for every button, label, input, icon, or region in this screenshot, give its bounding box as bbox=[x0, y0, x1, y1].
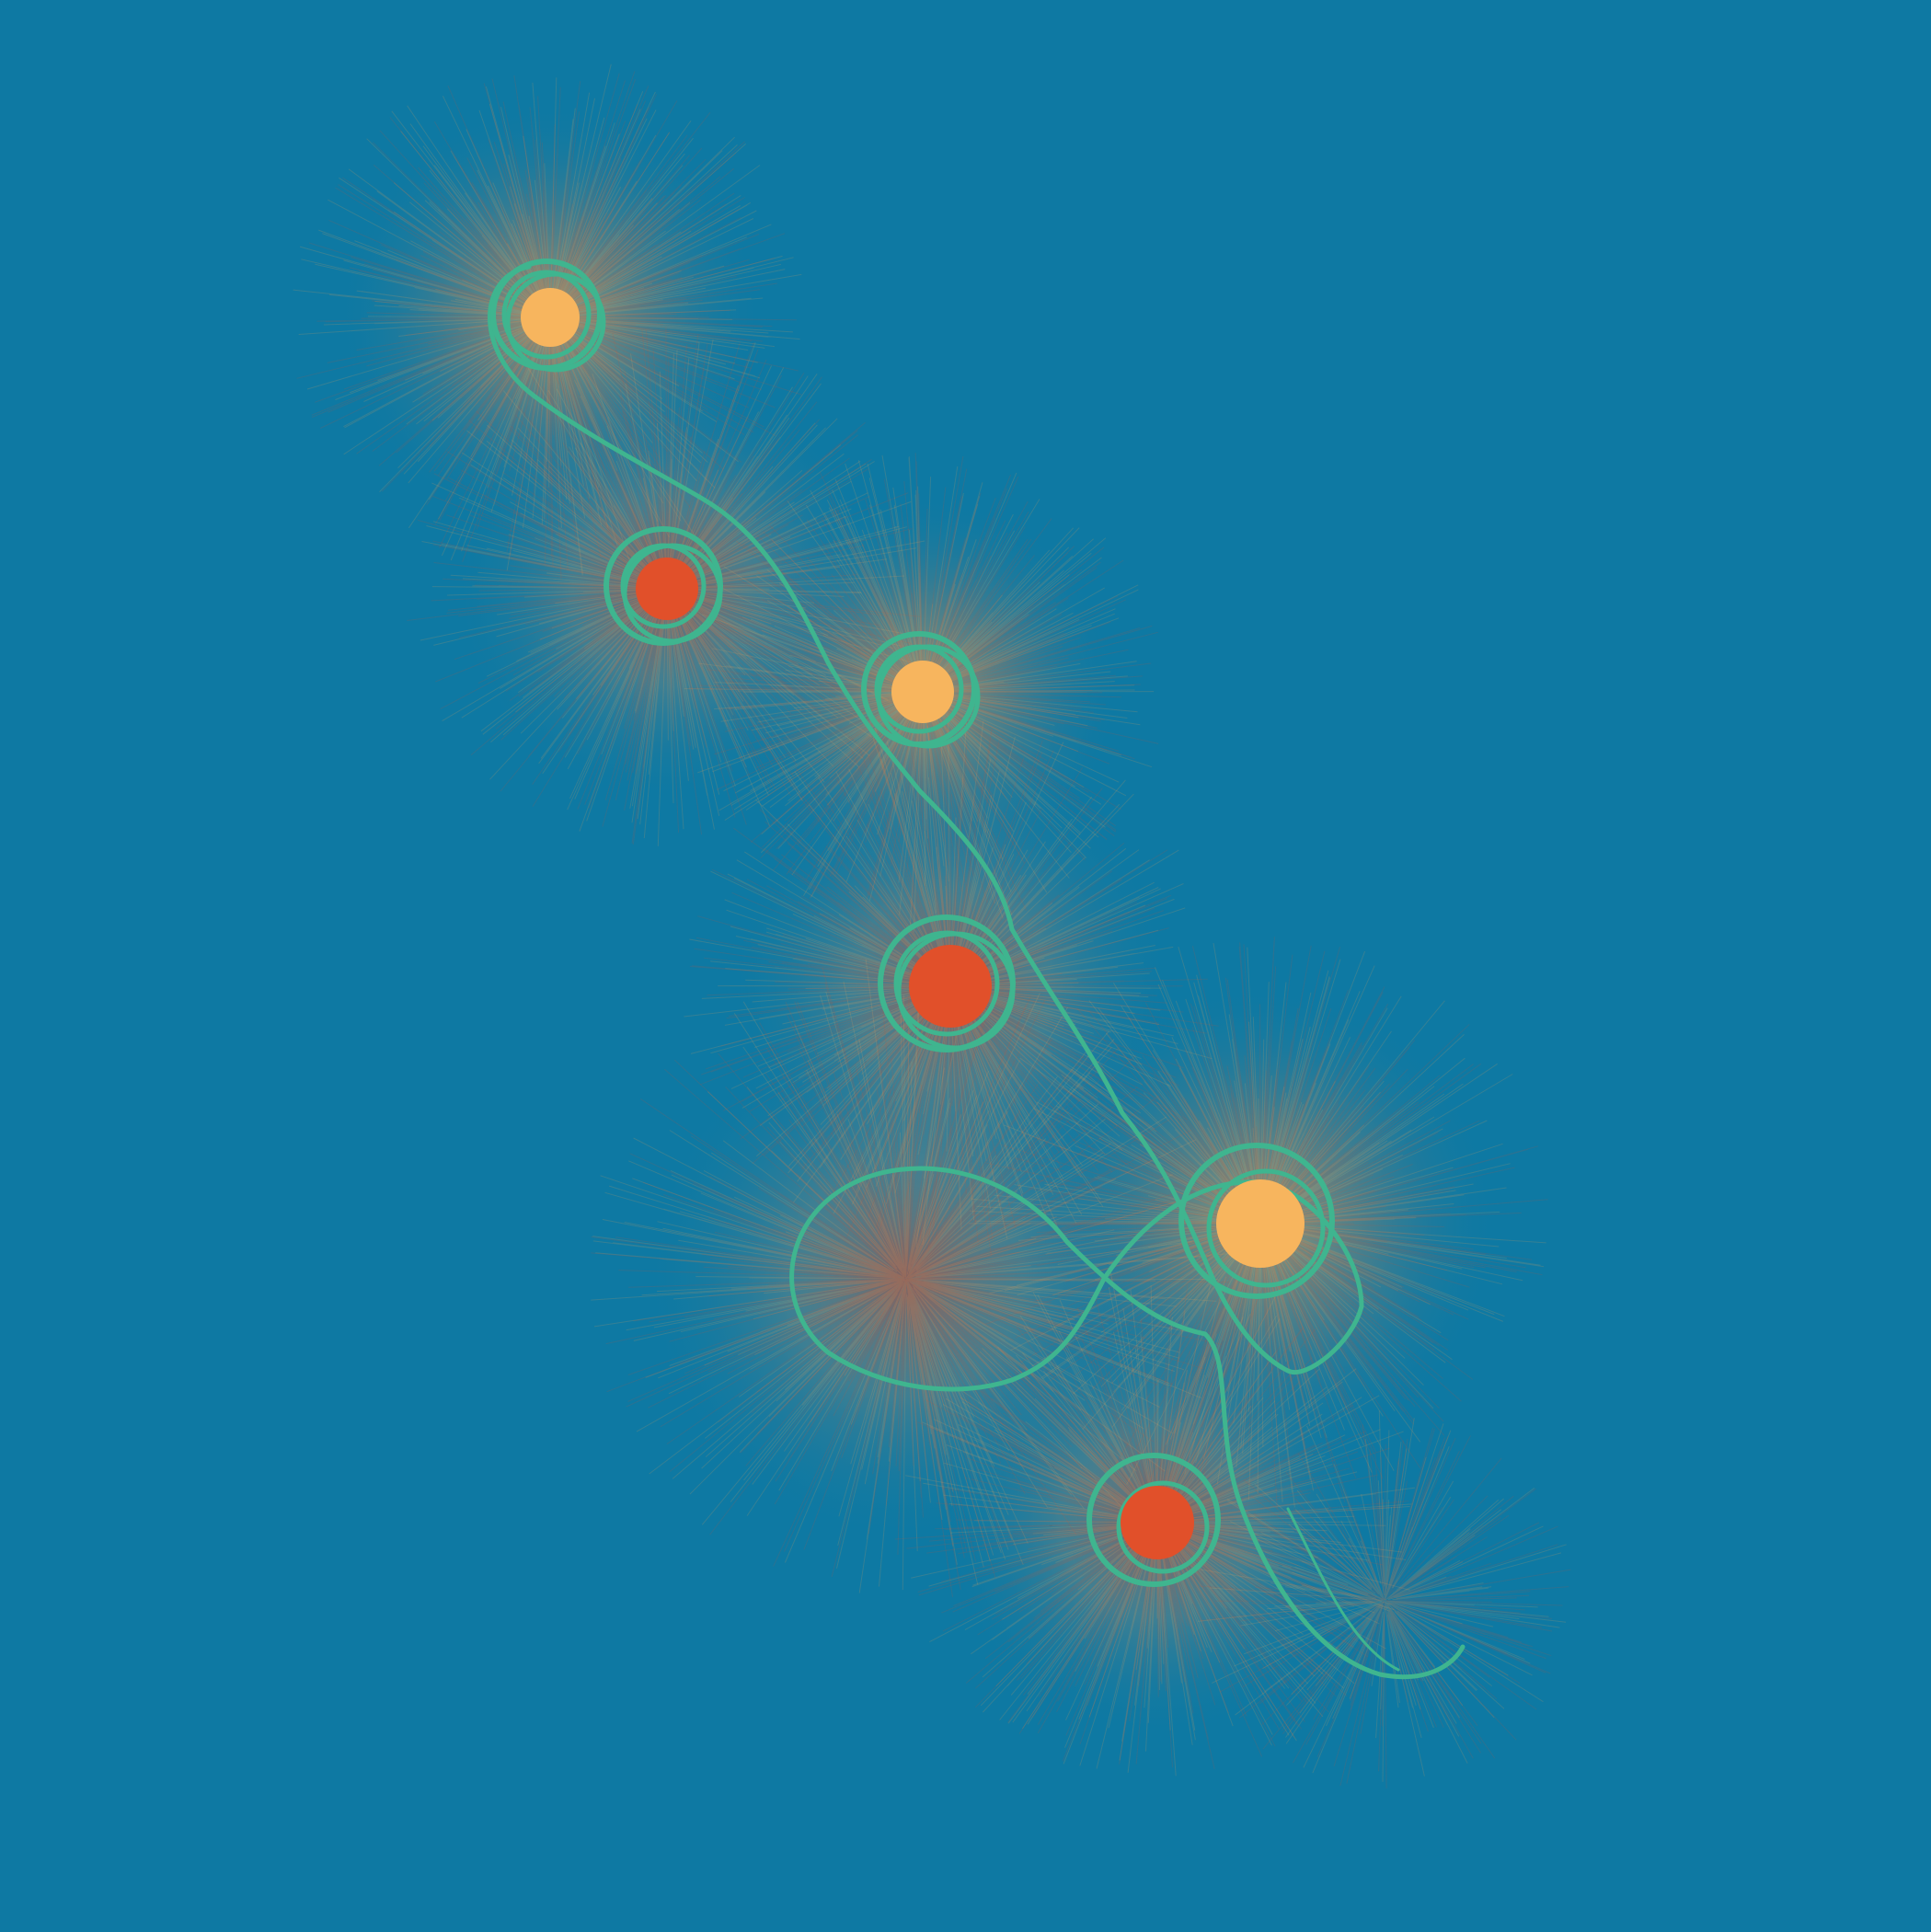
amber-rays bbox=[684, 454, 1155, 933]
ray-cluster bbox=[293, 63, 802, 580]
amber-rays bbox=[968, 943, 1546, 1508]
amber-rays bbox=[1196, 1410, 1567, 1782]
node-4-core bbox=[909, 945, 992, 1028]
ring-layer bbox=[490, 259, 1335, 1587]
node-3-core bbox=[891, 661, 954, 723]
red-rays bbox=[296, 71, 802, 580]
node-5-ring bbox=[1206, 1168, 1326, 1288]
teal-path bbox=[488, 264, 1465, 1680]
glow-layer bbox=[335, 102, 1500, 1738]
ray-cluster bbox=[684, 718, 1219, 1256]
node-5-core bbox=[1216, 1179, 1305, 1268]
red-rays bbox=[971, 937, 1548, 1510]
amber-rays bbox=[420, 339, 925, 846]
amber-rays bbox=[905, 1266, 1416, 1777]
node-1-ring bbox=[501, 270, 592, 360]
ray-cluster bbox=[968, 937, 1548, 1510]
node-2-ring bbox=[620, 543, 707, 629]
red-rays bbox=[894, 1276, 1409, 1770]
amber-rays bbox=[293, 63, 802, 576]
node-7-core bbox=[1121, 1486, 1194, 1559]
amber-rays bbox=[684, 718, 1213, 1248]
node-4-ring bbox=[893, 930, 1000, 1037]
ray-cluster bbox=[1196, 1410, 1571, 1788]
ray-cluster bbox=[894, 1266, 1416, 1777]
red-rays bbox=[1198, 1424, 1571, 1788]
ray-cluster bbox=[684, 453, 1159, 933]
ray-cluster bbox=[407, 327, 925, 846]
red-rays bbox=[688, 453, 1159, 928]
node-7-ring bbox=[1086, 1453, 1221, 1587]
node-5-ring bbox=[1178, 1143, 1335, 1299]
red-rays bbox=[591, 964, 1230, 1598]
core-layer bbox=[521, 288, 1305, 1559]
ray-layer bbox=[293, 63, 1571, 1788]
ray-cluster bbox=[591, 959, 1230, 1598]
node-1-core bbox=[521, 288, 580, 347]
red-rays bbox=[689, 721, 1219, 1256]
node-3-ring bbox=[874, 644, 964, 734]
node-2-core bbox=[636, 558, 698, 620]
teal-path-tail bbox=[1286, 1507, 1400, 1672]
amber-rays bbox=[591, 959, 1229, 1593]
node-7-ring bbox=[1116, 1480, 1210, 1574]
red-rays bbox=[407, 327, 921, 845]
